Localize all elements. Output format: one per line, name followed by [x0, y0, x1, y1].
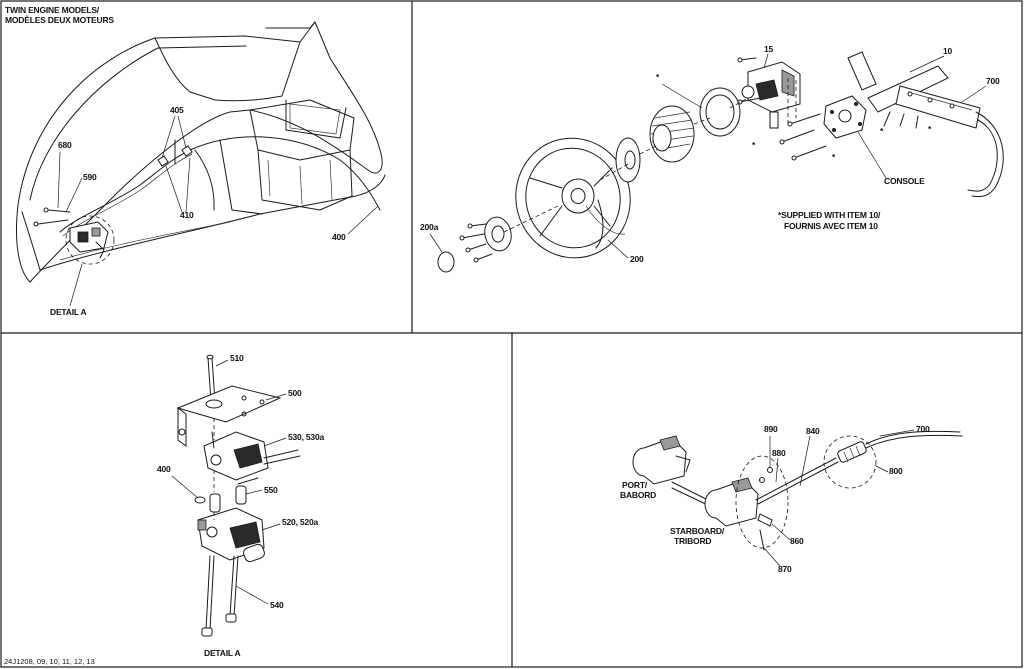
label-starboard-line2: TRIBORD — [674, 536, 711, 546]
label-700-top: 700 — [986, 76, 1000, 86]
label-680: 680 — [58, 140, 72, 150]
label-880: 880 — [772, 448, 786, 458]
star-marker-2: * — [752, 140, 756, 150]
panel-title-line2: MODÈLES DEUX MOTEURS — [5, 15, 114, 25]
panel-port-starboard: 890 840 700 880 800 PORT/ BABORD STARBOA… — [620, 424, 963, 574]
star-marker-3: * — [832, 152, 836, 162]
label-405: 405 — [170, 105, 184, 115]
note-line2: FOURNIS AVEC ITEM 10 — [784, 221, 878, 231]
port-actuator — [632, 435, 691, 485]
washer-400 — [194, 496, 206, 504]
control-530 — [203, 431, 301, 481]
label-530: 530, 530a — [288, 432, 324, 442]
mounting-flange — [823, 95, 867, 139]
label-10: 10 — [943, 46, 953, 56]
grooved-hub — [649, 105, 695, 163]
label-700-bottom: 700 — [916, 424, 930, 434]
label-410: 410 — [180, 210, 194, 220]
label-840: 840 — [806, 426, 820, 436]
label-port-line1: PORT/ — [622, 480, 648, 490]
label-590: 590 — [83, 172, 97, 182]
star-marker-5: * — [928, 124, 932, 134]
panel-steering-assembly: * * * * * 15 10 700 200a 200 CONSOLE *SU… — [420, 44, 1004, 273]
panel-detail-a-exploded: 510 500 530, 530a 400 550 520, 520a 540 … — [157, 353, 325, 658]
star-marker-4: * — [880, 126, 884, 136]
label-400: 400 — [332, 232, 346, 242]
bolts-540 — [201, 555, 239, 637]
console-bolts — [779, 113, 827, 161]
label-550: 550 — [264, 485, 278, 495]
steering-cable-800 — [755, 430, 963, 505]
hub-plate — [459, 216, 512, 263]
label-890: 890 — [764, 424, 778, 434]
control-520 — [197, 507, 265, 563]
label-540: 540 — [270, 600, 284, 610]
spacers-550 — [209, 477, 259, 513]
label-800: 800 — [889, 466, 903, 476]
adapter-disc — [615, 137, 641, 183]
label-400-detail: 400 — [157, 464, 171, 474]
label-520: 520, 520a — [282, 517, 318, 527]
hull-drawing — [16, 21, 386, 283]
label-detail-a-bottom: DETAIL A — [204, 648, 241, 658]
label-console: CONSOLE — [884, 176, 925, 186]
label-port-line2: BABORD — [620, 490, 656, 500]
starboard-actuator — [704, 477, 759, 527]
helm-unit — [737, 57, 801, 129]
steering-cable-700 — [971, 111, 1004, 198]
bracket-500 — [176, 385, 282, 447]
label-starboard-line1: STARBOARD/ — [670, 526, 725, 536]
throttle-control-unit — [69, 221, 109, 259]
panel-title-line1: TWIN ENGINE MODELS/ — [5, 5, 100, 15]
starboard-detail-ellipse — [735, 455, 789, 549]
note-line1: *SUPPLIED WITH ITEM 10/ — [778, 210, 881, 220]
drawing-reference: 24J1208, 09, 10, 11, 12, 13 — [4, 657, 95, 666]
label-200: 200 — [630, 254, 644, 264]
label-detail-a-top: DETAIL A — [50, 307, 87, 317]
detail-a-circle — [65, 215, 115, 265]
label-200a: 200a — [420, 222, 439, 232]
label-860: 860 — [790, 536, 804, 546]
steering-wheel — [515, 137, 631, 259]
panel-twin-engine-hull: TWIN ENGINE MODELS/ MODÈLES DEUX MOTEURS — [5, 5, 386, 317]
label-15: 15 — [764, 44, 774, 54]
fitting-detail-circle — [823, 435, 877, 489]
wheel-cap — [437, 251, 455, 273]
label-500: 500 — [288, 388, 302, 398]
label-870: 870 — [778, 564, 792, 574]
bezel-ring — [699, 87, 741, 137]
label-510: 510 — [230, 353, 244, 363]
star-marker-1: * — [656, 72, 660, 82]
helm-tube-housing — [847, 51, 981, 129]
